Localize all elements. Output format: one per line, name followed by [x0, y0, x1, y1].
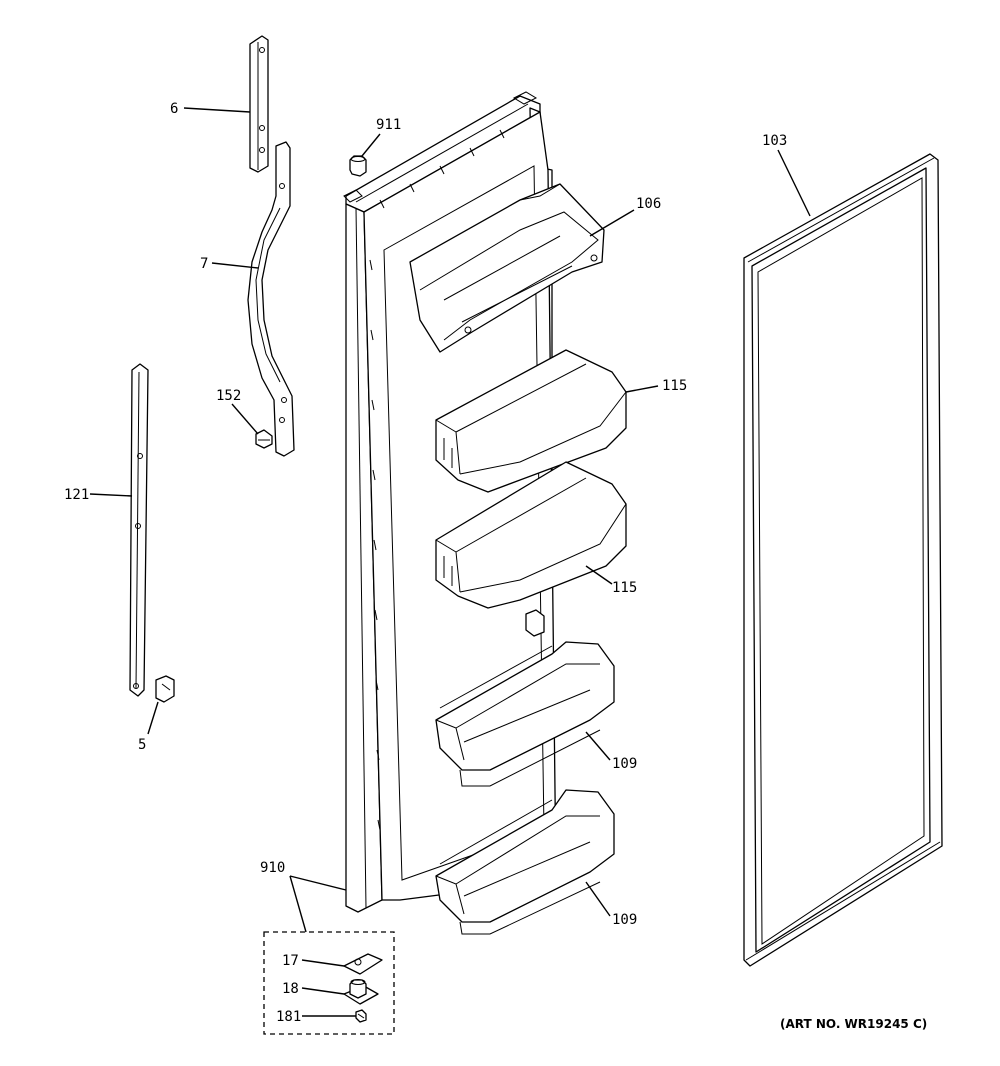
part-181-screw [355, 1009, 367, 1023]
callout-115-lower: 115 [612, 580, 637, 596]
part-109-bin-lower [435, 789, 615, 935]
door-bin-latch [525, 609, 545, 637]
callout-109-upper: 109 [612, 756, 637, 772]
part-103-gasket [743, 153, 943, 967]
callout-152: 152 [216, 388, 241, 404]
part-115-bin-upper [435, 349, 627, 493]
leader-lines [89, 107, 811, 1017]
part-17-hinge-plate [343, 953, 383, 975]
part-152-screw [255, 429, 273, 449]
part-7-handle [247, 141, 295, 457]
part-5-end-cap [155, 675, 175, 703]
callout-910: 910 [260, 860, 285, 876]
callout-911: 911 [376, 117, 401, 133]
hinge-parts-box [263, 931, 395, 1035]
callout-18: 18 [282, 981, 299, 997]
callout-7: 7 [200, 256, 208, 272]
callout-6: 6 [170, 101, 178, 117]
callout-121: 121 [64, 487, 89, 503]
part-911-plug [349, 155, 367, 177]
callout-109-lower: 109 [612, 912, 637, 928]
callout-17: 17 [282, 953, 299, 969]
hinge-parts-group [263, 931, 395, 1035]
door-rail-slots [369, 259, 381, 831]
callout-103: 103 [762, 133, 787, 149]
callout-115-upper: 115 [662, 378, 687, 394]
callout-5: 5 [138, 737, 146, 753]
part-18-hinge-bushing [343, 979, 379, 1005]
callout-labels: 6 7 152 121 5 911 106 115 115 109 109 10… [64, 101, 927, 1031]
callout-181: 181 [276, 1009, 301, 1025]
part-121-trim-strip [129, 363, 149, 697]
callout-106: 106 [636, 196, 661, 212]
part-106-top-bin [409, 183, 605, 353]
art-number-label: (ART NO. WR19245 C) [780, 1017, 927, 1031]
part-115-bin-lower [435, 461, 627, 609]
part-6-handle-mount [249, 35, 269, 173]
part-109-bin-upper [435, 641, 615, 787]
